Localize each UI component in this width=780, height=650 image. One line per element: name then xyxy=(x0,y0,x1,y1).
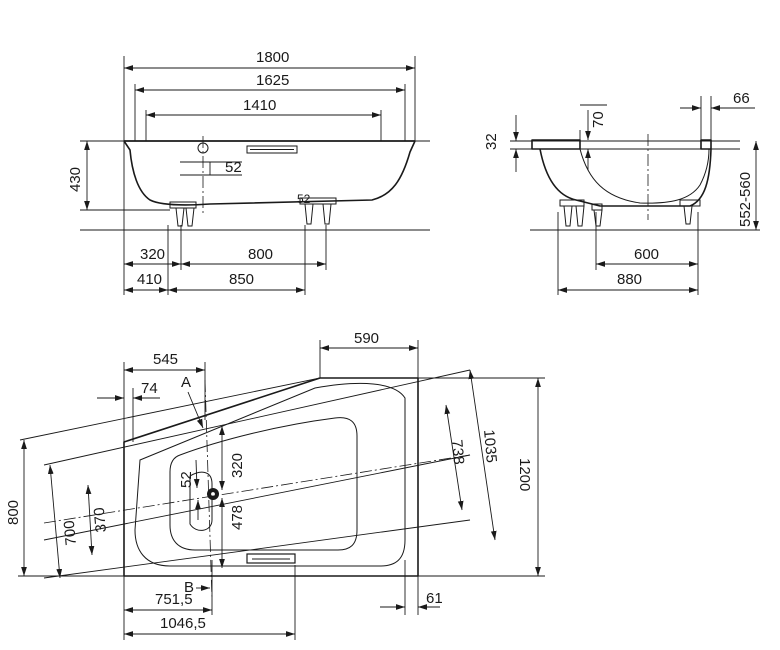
dim-850: 850 xyxy=(229,271,254,288)
plan-view-basin xyxy=(169,417,358,551)
dim-320: 320 xyxy=(140,246,165,263)
side-view-tub-outline xyxy=(123,140,416,206)
dim-800-plan: 800 xyxy=(5,500,22,525)
dim-1046-5: 1046,5 xyxy=(160,615,206,632)
dim-1200: 1200 xyxy=(516,458,533,491)
dim-70: 70 xyxy=(590,111,607,128)
dim-1035: 1035 xyxy=(480,429,500,464)
dim-74: 74 xyxy=(141,380,158,397)
plan-view-outline xyxy=(123,377,419,577)
end-view-feet xyxy=(559,199,701,227)
dim-1800: 1800 xyxy=(256,49,289,66)
side-view-feet xyxy=(169,197,337,227)
dim-1410: 1410 xyxy=(243,97,276,114)
dim-478: 478 xyxy=(229,505,246,530)
dim-590: 590 xyxy=(354,330,379,347)
label-a: A xyxy=(181,374,191,391)
dim-738: 738 xyxy=(448,439,467,465)
dim-66: 66 xyxy=(733,90,750,107)
plan-view-inner-rim xyxy=(134,382,406,567)
dim-320-plan: 320 xyxy=(229,453,246,478)
dim-61: 61 xyxy=(426,590,443,607)
dim-52-plan: 52 xyxy=(178,471,195,488)
dim-552-560: 552-560 xyxy=(737,172,754,227)
dim-1625: 1625 xyxy=(256,72,289,89)
dim-880: 880 xyxy=(617,271,642,288)
dim-52-feet: 52 xyxy=(297,192,311,206)
dim-600: 600 xyxy=(634,246,659,263)
plan-view: 545 590 74 A 800 700 370 52 320 478 xyxy=(5,330,545,640)
dim-800-side: 800 xyxy=(248,246,273,263)
side-view-overflow xyxy=(246,145,298,154)
dim-430: 430 xyxy=(67,167,84,192)
end-view-shell xyxy=(539,148,712,207)
label-b: B xyxy=(184,579,194,596)
side-view: 1800 1625 1410 430 52 52 320 800 xyxy=(67,49,430,295)
dim-700: 700 xyxy=(61,520,80,546)
dim-751-5: 751,5 xyxy=(155,591,193,608)
dim-410: 410 xyxy=(137,271,162,288)
dim-370: 370 xyxy=(91,507,110,533)
dim-32: 32 xyxy=(483,133,500,150)
end-view: 66 70 32 552-560 600 880 xyxy=(483,90,760,295)
dim-545: 545 xyxy=(153,351,178,368)
end-view-rim-right xyxy=(700,139,712,150)
dim-52-drain: 52 xyxy=(225,159,242,176)
